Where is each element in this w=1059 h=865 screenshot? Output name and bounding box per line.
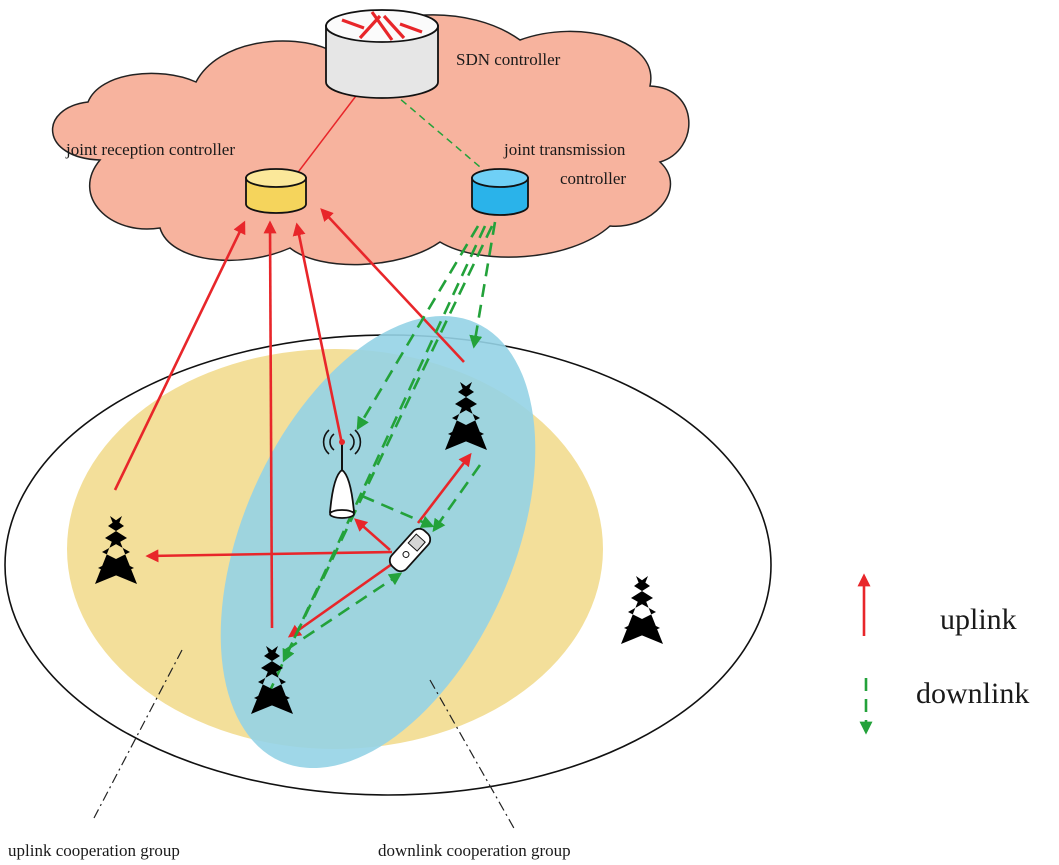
downlink-group-pointer <box>429 679 516 831</box>
reception-database-icon <box>245 168 307 214</box>
mobile-phone-icon <box>388 527 432 573</box>
downlink-cooperation-group-label: downlink cooperation group <box>378 841 571 860</box>
sdn-cloud <box>51 14 690 266</box>
joint-transmission-label-line1: joint transmission <box>503 140 626 159</box>
uplink-cooperation-group-label: uplink cooperation group <box>8 841 180 860</box>
joint-reception-controller-label: joint reception controller <box>65 140 235 159</box>
sdn-controller-label: SDN controller <box>456 50 561 69</box>
wifi-access-point-icon <box>322 429 362 519</box>
uplink-arrows <box>113 208 472 638</box>
uplink-group-pointer <box>93 649 183 819</box>
sdn-router-icon <box>325 9 439 99</box>
joint-transmission-label-line2: controller <box>560 169 626 188</box>
downlink-arrows <box>260 221 497 709</box>
legend-uplink-label: uplink <box>940 603 1017 636</box>
transmission-database-icon <box>471 168 529 216</box>
legend: uplink downlink <box>857 573 1029 735</box>
legend-downlink-label: downlink <box>916 677 1029 710</box>
